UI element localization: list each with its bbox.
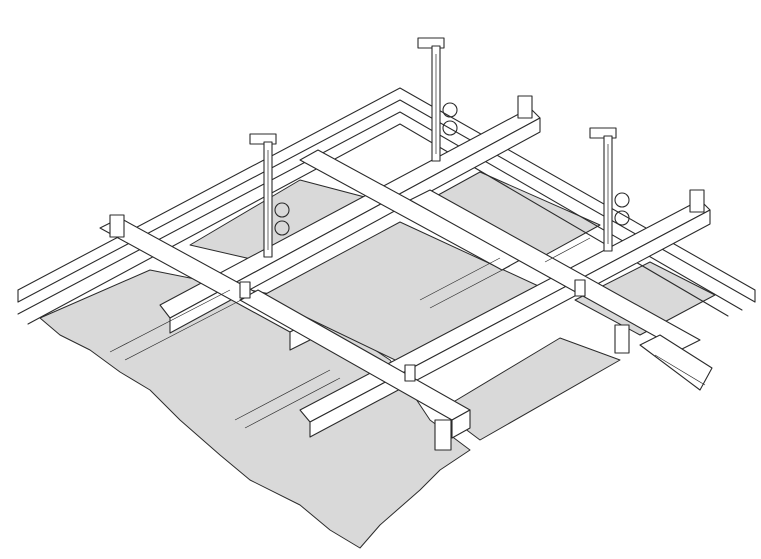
bracket-icon xyxy=(689,189,705,213)
hanger-rod-icon xyxy=(589,127,630,252)
bracket-icon xyxy=(574,279,586,297)
hanger-rod-icon xyxy=(417,37,458,162)
brackets xyxy=(109,95,705,451)
hangers xyxy=(249,37,630,258)
bracket-icon xyxy=(239,281,251,299)
bracket-icon xyxy=(614,324,630,354)
panel-grooves xyxy=(109,237,591,429)
extended-rail xyxy=(639,334,713,391)
bracket-icon xyxy=(109,214,125,238)
main-runners xyxy=(99,149,701,439)
bracket-icon xyxy=(404,364,416,382)
hanger-rod-icon xyxy=(249,133,290,258)
ceiling-panels xyxy=(39,171,716,549)
bracket-icon xyxy=(434,419,452,451)
bracket-icon xyxy=(517,95,533,119)
